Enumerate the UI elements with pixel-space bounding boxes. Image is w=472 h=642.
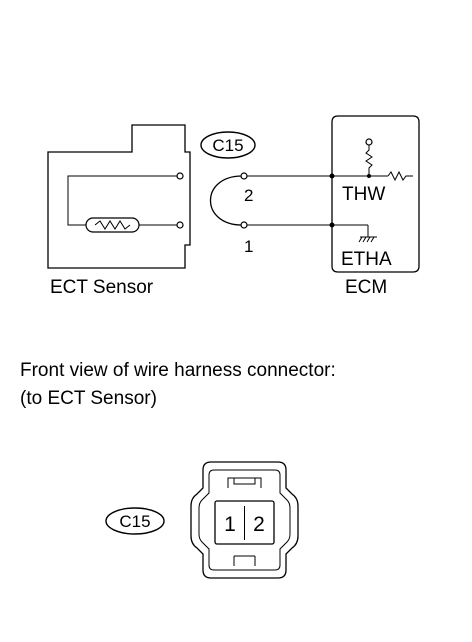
ecm-thw-junction — [367, 174, 371, 178]
pin-1-label: 1 — [244, 237, 253, 256]
sensor-terminal-lower — [176, 221, 184, 229]
connector-inner-shell — [198, 469, 291, 571]
signal-thw-label: THW — [342, 184, 385, 205]
connector-pin2-terminal — [240, 172, 248, 180]
sensor-terminal-upper — [176, 172, 184, 180]
front-view-pin-1: 1 — [224, 513, 236, 536]
connector-tag-label: C15 — [212, 136, 243, 155]
connector-view-caption-line2: (to ECT Sensor) — [20, 388, 157, 409]
ecm-supply-terminal — [365, 138, 373, 146]
connector-pin1-terminal — [240, 221, 248, 229]
connector-lock-notch — [233, 478, 256, 485]
ecm-pullup-resistor — [365, 145, 373, 176]
ecm-label: ECM — [345, 277, 387, 298]
front-view-pin-2: 2 — [253, 513, 265, 536]
connector-lock-tab — [227, 477, 262, 488]
front-view-tag-label: C15 — [119, 512, 150, 531]
ect-sensor-internal-wire — [67, 175, 180, 226]
connector-view-caption-line1: Front view of wire harness connector: — [20, 360, 336, 381]
ecm-signal-resistor — [387, 170, 413, 182]
ecm-ground-symbol — [358, 236, 377, 243]
ect-sensor-housing — [47, 124, 191, 269]
connector-tag-oval — [200, 131, 256, 159]
pin-2-label: 2 — [244, 186, 253, 205]
ect-sensor-label: ECT Sensor — [50, 277, 154, 298]
front-view-tag-oval — [105, 507, 165, 535]
connector-outer-shell — [190, 461, 299, 579]
thermistor-zigzag — [94, 220, 131, 230]
ecm-box — [331, 115, 420, 273]
signal-etha-label: ETHA — [341, 249, 392, 270]
connector-bend — [209, 175, 243, 226]
